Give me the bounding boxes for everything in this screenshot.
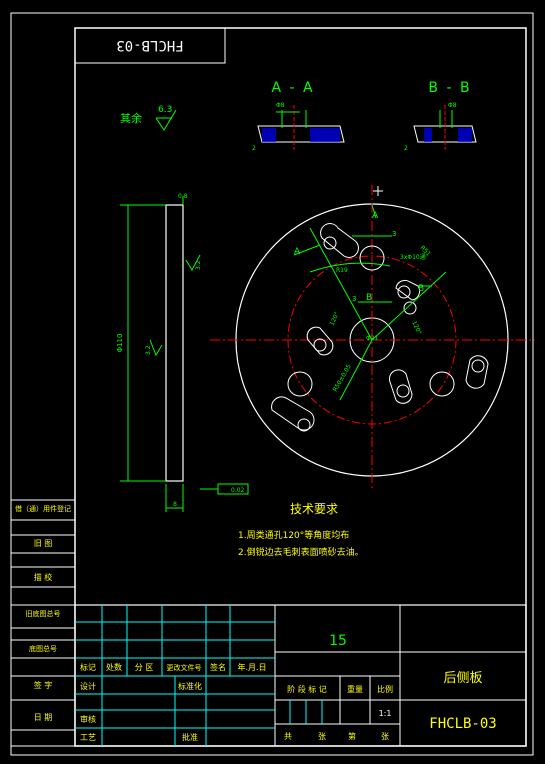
approve-label: 批准 bbox=[182, 732, 198, 742]
front-view bbox=[210, 185, 535, 490]
rev-header-4: 更改文件号 bbox=[167, 663, 202, 672]
section-b-dim-2: 2 bbox=[404, 145, 408, 152]
slot-4 bbox=[388, 369, 413, 404]
sheet-border bbox=[10, 12, 534, 756]
section-b-view bbox=[413, 105, 477, 150]
note-1: 1.周类通孔120°等角度均布 bbox=[238, 529, 349, 541]
label-b-right: B bbox=[418, 284, 424, 294]
process-label: 工艺 bbox=[80, 733, 96, 742]
footer-number: 第 bbox=[348, 731, 356, 741]
footer-sheets: 张 bbox=[318, 732, 326, 741]
dim-r19: R19 bbox=[336, 267, 348, 274]
slot-3 bbox=[306, 326, 334, 356]
side-rough-left: 3.2 bbox=[145, 345, 152, 355]
section-a-view bbox=[257, 105, 345, 150]
note-2: 2.倒锐边去毛刺表面喷砂去油。 bbox=[238, 546, 364, 558]
roughness-value: 6.3 bbox=[158, 105, 172, 115]
side-view bbox=[120, 196, 249, 512]
slot-1 bbox=[320, 223, 359, 258]
slot-5 bbox=[271, 396, 315, 431]
rev-header-3: 分 区 bbox=[135, 663, 154, 672]
rev-header-6: 年.月.日 bbox=[237, 662, 266, 672]
hole-top bbox=[359, 245, 385, 271]
scale-value: 1:1 bbox=[379, 709, 392, 718]
slot-6 bbox=[465, 355, 489, 389]
standardize-label: 标准化 bbox=[178, 681, 202, 691]
dim-center: Φ21 bbox=[366, 335, 379, 342]
roughness-label: 其余 bbox=[120, 111, 142, 125]
strip-row-5: 底图总号 bbox=[29, 644, 57, 653]
section-b-dim: Φ8 bbox=[448, 102, 457, 109]
side-height-dim: Φ110 bbox=[116, 334, 124, 353]
code-stamp: FHCLB-03 bbox=[74, 27, 226, 64]
stage-header-1: 阶 段 标 记 bbox=[287, 684, 327, 694]
strip-row-6: 签 字 bbox=[34, 680, 53, 690]
section-a-dim-2: 2 bbox=[252, 145, 256, 152]
strip-row-7: 日 期 bbox=[34, 713, 53, 722]
side-top-dim: 0.8 bbox=[178, 193, 188, 200]
dim-3-mid: 3 bbox=[352, 295, 356, 303]
review-label: 审核 bbox=[80, 714, 96, 724]
footer-sheet: 张 bbox=[381, 732, 389, 741]
hole-left bbox=[287, 371, 313, 397]
label-a-left: A bbox=[294, 247, 301, 257]
drawing-no: FHCLB-03 bbox=[429, 716, 496, 732]
stage-header-3: 比例 bbox=[377, 684, 393, 694]
strip-row-1: 借（通）用件登记 bbox=[15, 504, 71, 513]
side-rough-right: 3.2 bbox=[195, 260, 202, 270]
dim-3-top: 3 bbox=[392, 230, 396, 238]
section-a-dim: Φ8 bbox=[276, 102, 285, 109]
side-tolerance: 0.02 bbox=[231, 487, 245, 494]
dim-holes: 3xΦ10通 bbox=[400, 253, 426, 261]
hole-right bbox=[429, 371, 455, 397]
rev-header-5: 签名 bbox=[210, 662, 226, 672]
code-stamp-text: FHCLB-03 bbox=[116, 37, 183, 53]
strip-row-2: 旧 图 bbox=[34, 539, 53, 548]
side-width-dim: 8 bbox=[173, 501, 177, 508]
notes-title: 技术要求 bbox=[290, 502, 338, 516]
footer-total: 共 bbox=[284, 732, 292, 741]
label-b-mid: B bbox=[366, 293, 372, 303]
roughness-symbol bbox=[155, 109, 177, 131]
section-a-title: A - A bbox=[271, 80, 314, 96]
part-name: 后侧板 bbox=[443, 671, 482, 686]
strip-row-4: 旧底图总号 bbox=[26, 609, 61, 618]
section-b-title: B - B bbox=[428, 80, 471, 96]
rev-header-2: 处数 bbox=[106, 662, 122, 672]
rev-header-1: 标记 bbox=[80, 662, 96, 672]
stage-header-2: 重量 bbox=[347, 684, 363, 694]
label-a-top: A bbox=[372, 211, 379, 221]
title-block bbox=[74, 604, 527, 747]
quantity: 15 bbox=[329, 633, 347, 649]
left-strip-table bbox=[10, 499, 76, 747]
design-label: 设计 bbox=[80, 681, 96, 691]
strip-row-3: 描 校 bbox=[34, 572, 53, 582]
